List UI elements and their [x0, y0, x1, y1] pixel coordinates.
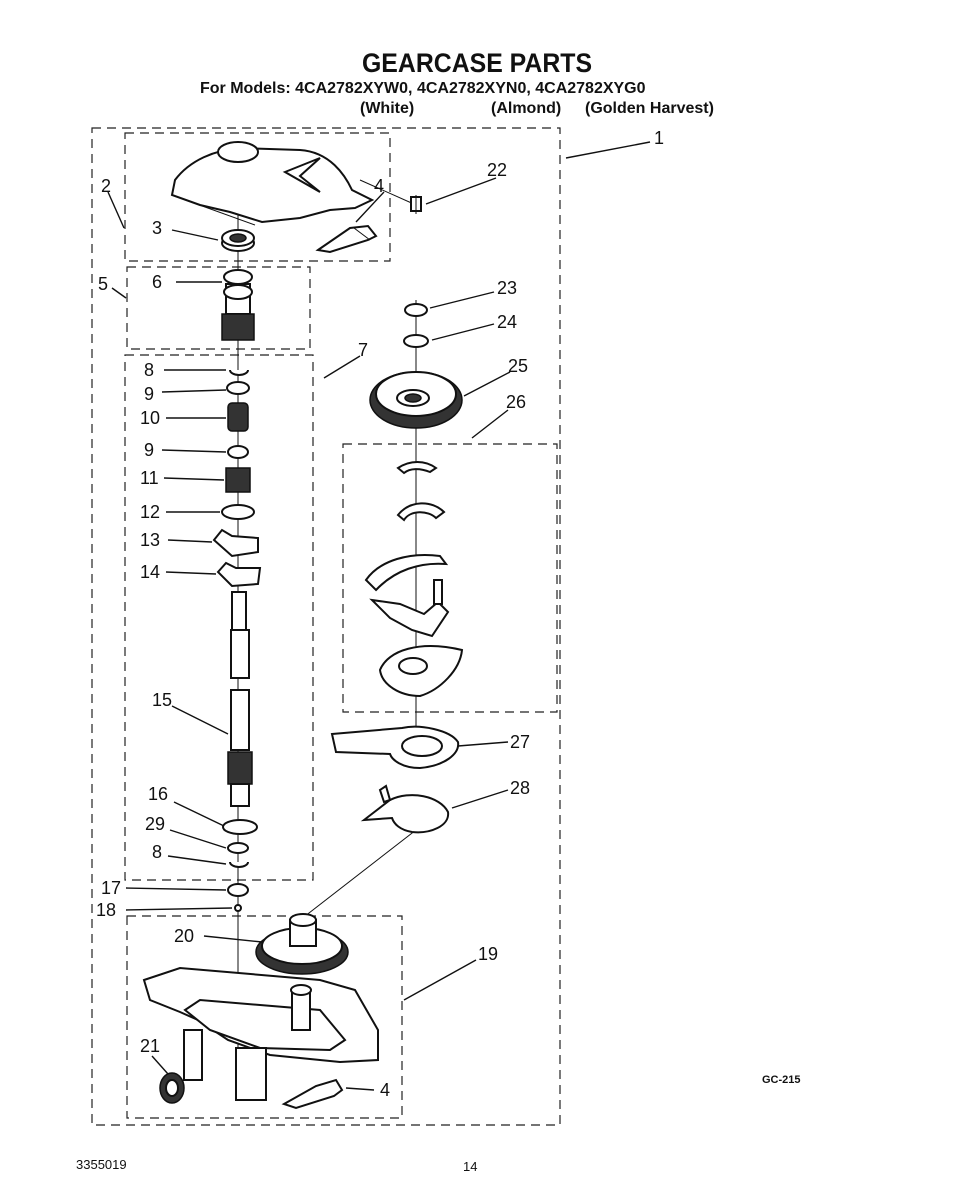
- page-number: 14: [463, 1159, 478, 1174]
- figure-code: GC-215: [762, 1074, 801, 1086]
- callout-20: 20: [174, 926, 194, 946]
- bracket-28-part: [360, 784, 450, 834]
- color-white-label: (White): [360, 100, 415, 117]
- box-assembly-7: [124, 354, 314, 881]
- screw-axis-line: [359, 179, 417, 206]
- callout-6: 6: [152, 272, 162, 292]
- shaft-15-part: [227, 591, 253, 807]
- callout-19: 19: [478, 944, 498, 964]
- assembly-1-boundary: [91, 127, 561, 1126]
- callout-1: 1: [654, 128, 664, 148]
- callout-16: 16: [148, 784, 168, 804]
- callout-14: 14: [140, 562, 160, 582]
- callout-9-top: 9: [144, 384, 154, 404]
- callout-8-top: 8: [144, 360, 154, 380]
- drive-gear-25-part: [369, 371, 463, 429]
- pinion-6-part: [221, 269, 255, 341]
- callout-17: 17: [101, 878, 121, 898]
- callout-3: 3: [152, 218, 162, 238]
- callout-2: 2: [101, 176, 111, 196]
- callout-22: 22: [487, 160, 507, 180]
- color-golden-label: (Golden Harvest): [585, 100, 714, 117]
- lower-washers: [222, 819, 258, 912]
- callout-4-top: 4: [374, 176, 384, 196]
- gearcase-cover-part: [170, 141, 375, 226]
- callout-25: 25: [508, 356, 528, 376]
- leader-lines: [107, 141, 651, 1091]
- callout-29: 29: [145, 814, 165, 834]
- callout-13: 13: [140, 530, 160, 550]
- assembly-26-parts: [364, 461, 464, 698]
- callout-11: 11: [140, 468, 159, 488]
- callout-4-bottom: 4: [380, 1080, 390, 1100]
- callout-26: 26: [506, 392, 526, 412]
- callout-15: 15: [152, 690, 172, 710]
- callout-10: 10: [140, 408, 160, 428]
- box-assembly-19: [126, 915, 403, 1119]
- callout-18: 18: [96, 900, 116, 920]
- callout-28: 28: [510, 778, 530, 798]
- page-title: GEARCASE PARTS: [361, 48, 593, 78]
- models-line: For Models: 4CA2782XYW0, 4CA2782XYN0, 4C…: [200, 80, 646, 97]
- callout-24: 24: [497, 312, 517, 332]
- small-parts-stack: [212, 369, 262, 588]
- washers-23-24: [403, 303, 429, 348]
- callout-12: 12: [140, 502, 160, 522]
- screw-22-part: [410, 195, 422, 214]
- grease-tube-top-part: [315, 224, 378, 254]
- callout-27: 27: [510, 732, 530, 752]
- box-assembly-2: [124, 132, 391, 262]
- color-almond-label: (Almond): [491, 100, 562, 117]
- box-assembly-26: [342, 443, 558, 713]
- box-assembly-5: [126, 266, 311, 350]
- rack-27-part: [330, 725, 460, 770]
- callout-21: 21: [140, 1036, 160, 1056]
- grease-tube-bottom-part: [281, 1078, 344, 1110]
- callout-8-lower: 8: [152, 842, 162, 862]
- document-number: 3355019: [76, 1157, 127, 1172]
- bearing-3-part: [221, 229, 255, 252]
- callout-7: 7: [358, 340, 368, 360]
- gearcase-housing-19-part: [142, 966, 379, 1101]
- callout-23: 23: [497, 278, 517, 298]
- callout-5: 5: [98, 274, 108, 294]
- callout-9-lower: 9: [144, 440, 154, 460]
- gear-20-part: [255, 913, 349, 975]
- seal-21-part: [159, 1072, 185, 1104]
- connect-axis-line: [299, 829, 417, 921]
